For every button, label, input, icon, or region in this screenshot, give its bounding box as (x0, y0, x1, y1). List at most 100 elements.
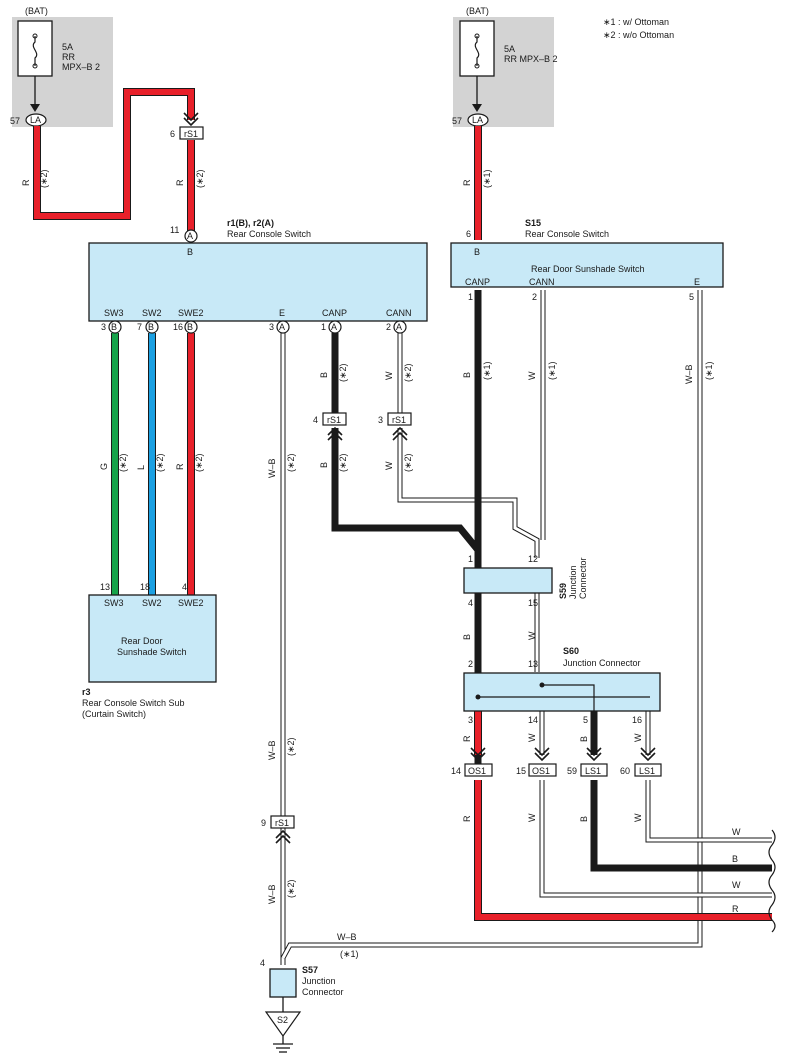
svg-text:Connector: Connector (302, 987, 344, 997)
wire-black-s60-5 (590, 710, 772, 872)
svg-text:B: B (474, 247, 480, 257)
svg-text:RR: RR (62, 52, 75, 62)
svg-text:B: B (187, 322, 193, 332)
r1-rear-console-switch: r1(B), r2(A) Rear Console Switch 11 A B … (88, 218, 428, 334)
svg-text:S60: S60 (563, 646, 579, 656)
svg-text:4: 4 (313, 415, 318, 425)
svg-text:(∗2): (∗2) (286, 737, 296, 756)
svg-text:(∗2): (∗2) (403, 453, 413, 472)
connector-os1-14: OS1 14 (451, 747, 493, 777)
svg-text:5: 5 (583, 715, 588, 725)
fuse-left-bat: (BAT) (25, 6, 48, 16)
svg-text:S57: S57 (302, 965, 318, 975)
svg-text:SWE2: SWE2 (178, 598, 204, 608)
svg-text:6: 6 (466, 229, 471, 239)
wire-white-cann-r1 (397, 333, 540, 558)
svg-text:S59: S59 (558, 583, 568, 599)
svg-text:LS1: LS1 (639, 766, 655, 776)
svg-text:1: 1 (321, 322, 326, 332)
svg-text:r3: r3 (82, 687, 91, 697)
legend-note-1: ∗1 : w/ Ottoman (603, 17, 669, 27)
svg-text:1: 1 (468, 554, 473, 564)
svg-text:(∗2): (∗2) (403, 363, 413, 382)
svg-text:B: B (319, 372, 329, 378)
svg-text:(∗2): (∗2) (286, 879, 296, 898)
svg-text:MPX–B 2: MPX–B 2 (62, 62, 100, 72)
svg-text:Rear Door: Rear Door (121, 636, 163, 646)
svg-text:rS1: rS1 (275, 818, 289, 828)
svg-text:R: R (175, 179, 185, 186)
r3-rear-console-switch-sub: 13 18 4 SW3 SW2 SWE2 Rear Door Sunshade … (82, 582, 217, 719)
svg-text:A: A (187, 231, 193, 241)
svg-text:CANN: CANN (386, 308, 412, 318)
svg-text:16: 16 (632, 715, 642, 725)
svg-text:B: B (579, 816, 589, 822)
fuse-icon (32, 36, 38, 66)
svg-text:W–B: W–B (267, 884, 277, 904)
svg-text:G: G (99, 463, 109, 470)
svg-text:LA: LA (472, 115, 483, 125)
svg-text:rS1: rS1 (392, 415, 406, 425)
svg-text:B: B (732, 854, 738, 864)
svg-text:S2: S2 (277, 1015, 288, 1025)
s57-junction-connector: 4 S57 Junction Connector (260, 958, 344, 1012)
connector-rs1-6: rS1 6 (170, 112, 204, 140)
svg-text:12: 12 (528, 554, 538, 564)
svg-text:rS1: rS1 (327, 415, 341, 425)
svg-text:Junction Connector: Junction Connector (563, 658, 641, 668)
wire-red-fuse-left (33, 88, 195, 232)
svg-text:14: 14 (528, 715, 538, 725)
svg-text:B: B (111, 322, 117, 332)
wire-labels: R (∗2) R (∗2) R (∗1) G (∗2) L (∗2) R (∗2… (21, 169, 741, 959)
svg-text:13: 13 (528, 659, 538, 669)
ground-s2: S2 (264, 1011, 302, 1053)
svg-text:(∗2): (∗2) (155, 453, 165, 472)
svg-text:13: 13 (100, 582, 110, 592)
wire-wb-s15-e (280, 290, 703, 960)
svg-text:(∗2): (∗2) (338, 363, 348, 382)
svg-text:r1(B), r2(A): r1(B), r2(A) (227, 218, 274, 228)
svg-text:B: B (187, 247, 193, 257)
svg-text:3: 3 (378, 415, 383, 425)
svg-text:(∗2): (∗2) (194, 453, 204, 472)
svg-text:W–B: W–B (337, 932, 357, 942)
svg-text:W: W (527, 813, 537, 822)
svg-text:OS1: OS1 (532, 766, 550, 776)
s15-rear-console-switch: S15 Rear Console Switch 6 B Rear Door Su… (450, 218, 724, 302)
svg-text:Junction: Junction (568, 565, 578, 599)
svg-text:A: A (331, 322, 337, 332)
wire-break-mark (768, 829, 776, 933)
svg-text:LS1: LS1 (585, 766, 601, 776)
r1-pin-row: 3 B 7 B 16 B 3 A 1 A 2 A (101, 320, 407, 334)
svg-text:W: W (527, 631, 537, 640)
svg-text:11: 11 (170, 225, 179, 235)
arrow-down-icon (472, 104, 482, 112)
svg-text:Junction: Junction (302, 976, 336, 986)
s59-junction-connector: 1 12 4 15 S59 Junction Connector (463, 554, 588, 608)
connector-ls1-60: LS1 60 (620, 747, 662, 777)
svg-text:W: W (527, 371, 537, 380)
svg-text:B: B (462, 372, 472, 378)
svg-text:7: 7 (137, 322, 142, 332)
wire-white-s60-16 (645, 710, 772, 843)
svg-text:4: 4 (182, 582, 187, 592)
svg-text:4: 4 (468, 598, 473, 608)
svg-text:2: 2 (468, 659, 473, 669)
svg-text:B: B (579, 736, 589, 742)
svg-text:SW3: SW3 (104, 308, 124, 318)
wire-red-s60-3 (474, 710, 772, 921)
svg-text:3: 3 (468, 715, 473, 725)
svg-text:LA: LA (30, 115, 41, 125)
svg-text:4: 4 (260, 958, 265, 968)
svg-text:1: 1 (468, 292, 473, 302)
svg-text:Rear Door Sunshade Switch: Rear Door Sunshade Switch (531, 264, 645, 274)
svg-text:3: 3 (269, 322, 274, 332)
svg-text:W: W (732, 827, 741, 837)
connector-rs1-3: rS1 3 (378, 412, 412, 441)
svg-text:E: E (694, 277, 700, 287)
svg-text:6: 6 (170, 129, 175, 139)
svg-text:Rear Console Switch: Rear Console Switch (525, 229, 609, 239)
svg-text:W: W (732, 880, 741, 890)
svg-text:CANP: CANP (465, 277, 490, 287)
svg-text:(∗1): (∗1) (547, 361, 557, 380)
